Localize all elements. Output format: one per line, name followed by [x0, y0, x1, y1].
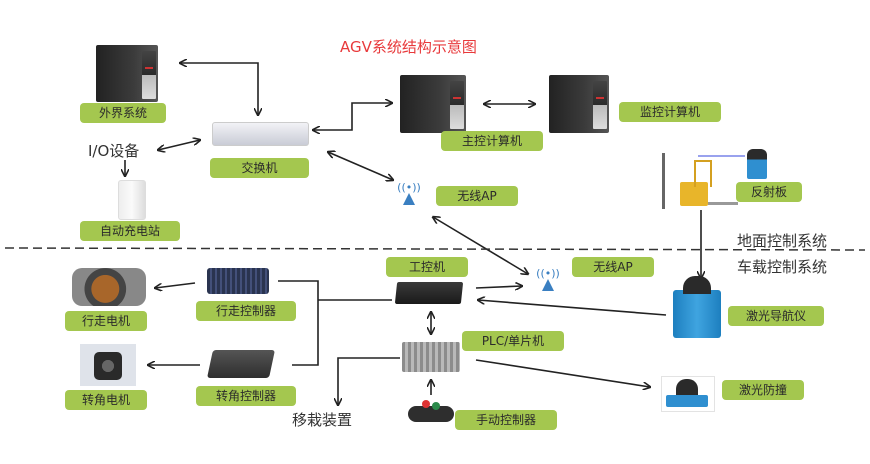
node-main-computer: 主控计算机 — [441, 131, 543, 151]
node-external-system: 外界系统 — [80, 103, 166, 123]
link-ipc-ap — [475, 286, 522, 288]
link-switch-ap — [328, 152, 393, 180]
link-ap-ap — [433, 217, 528, 274]
wireless-ap-icon: ((•)) — [534, 268, 562, 291]
diagram-title: AGV系统结构示意图 — [340, 38, 477, 56]
node-drive-controller: 行走控制器 — [196, 301, 296, 321]
node-laser-anticollision: 激光防撞 — [722, 380, 804, 400]
charging-station-icon — [118, 180, 146, 220]
node-wireless-ap-ground: 无线AP — [436, 186, 518, 206]
node-laser-navigator: 激光导航仪 — [728, 306, 824, 326]
laser-scanner-icon — [747, 149, 767, 179]
laser-scanner-icon — [673, 276, 721, 338]
node-reflector: 反射板 — [736, 182, 802, 202]
industrial-pc-icon — [394, 282, 464, 304]
link-plc-anticollision — [475, 359, 650, 387]
motor-icon — [72, 268, 146, 306]
link-external-switch — [180, 63, 258, 115]
computer-tower-icon — [549, 75, 609, 133]
laser-scanner-icon — [661, 376, 715, 412]
section-divider — [4, 247, 866, 251]
section-label-vehicle: 车载控制系统 — [737, 258, 828, 276]
link-switch-main — [313, 103, 392, 130]
motor-icon — [80, 344, 136, 386]
node-transfer-device: 移栽装置 — [292, 411, 353, 429]
node-io-device: I/O设备 — [88, 142, 140, 160]
link-io-switch — [158, 140, 200, 150]
node-charging-station: 自动充电站 — [80, 221, 180, 241]
motor-controller-icon — [207, 268, 269, 294]
node-steering-motor: 转角电机 — [65, 390, 147, 410]
node-switch: 交换机 — [210, 158, 309, 178]
computer-tower-icon — [400, 75, 466, 133]
manual-controller-icon — [408, 398, 454, 428]
network-switch-icon — [212, 122, 309, 146]
node-industrial-pc: 工控机 — [386, 257, 468, 277]
node-wireless-ap-vehicle: 无线AP — [572, 257, 654, 277]
link-drivectl-motor — [155, 282, 196, 288]
node-drive-motor: 行走电机 — [65, 311, 147, 331]
node-steering-controller: 转角控制器 — [196, 386, 296, 406]
forklift-agv-icon — [658, 140, 758, 210]
node-manual-controller: 手动控制器 — [455, 410, 557, 430]
node-monitor-computer: 监控计算机 — [619, 102, 721, 122]
plc-icon — [402, 342, 460, 372]
link-plc-transfer — [338, 357, 400, 405]
wireless-ap-icon: ((•)) — [395, 182, 423, 205]
link-bus-drive — [278, 280, 319, 366]
link-nav-ipc — [478, 300, 667, 316]
node-plc: PLC/单片机 — [462, 331, 564, 351]
computer-tower-icon — [96, 45, 158, 102]
section-label-ground: 地面控制系统 — [737, 232, 828, 250]
motor-controller-icon — [207, 350, 275, 378]
